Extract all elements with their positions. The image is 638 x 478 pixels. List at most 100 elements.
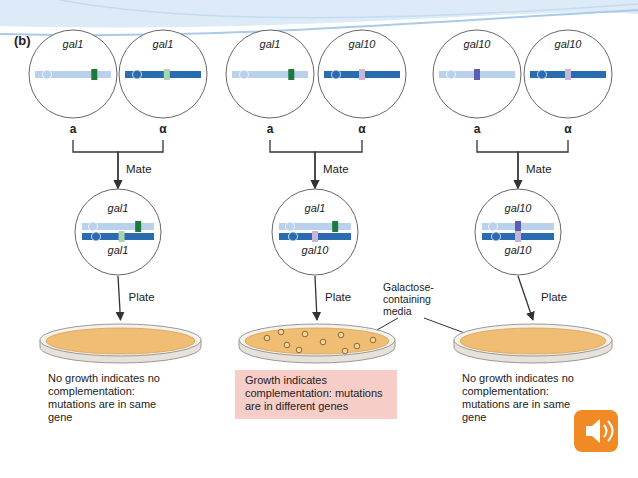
- centromere: [492, 232, 501, 241]
- result-caption: No growth indicates no complementation: …: [48, 372, 176, 424]
- connector-arrow: [315, 276, 317, 320]
- chromosome-bar: [82, 233, 154, 240]
- agar-medium: [460, 328, 606, 354]
- gene-label: gal10: [474, 202, 562, 214]
- mutation-mark: [332, 221, 338, 232]
- edge-label: Plate: [325, 291, 351, 303]
- gene-label: gal10: [431, 38, 523, 50]
- connector-arrow: [518, 140, 568, 188]
- diploid-cell: gal10 gal10: [474, 188, 562, 276]
- dish-rim: [454, 324, 612, 356]
- mating-type-label: α: [117, 122, 209, 136]
- dish-outline: [452, 320, 614, 366]
- result-caption: Growth indicates complementation: mutati…: [235, 370, 397, 419]
- centromere: [240, 70, 249, 79]
- gene-label: gal1: [74, 202, 162, 214]
- gene-label: gal1: [271, 202, 359, 214]
- header-swoosh-line: [0, 10, 638, 35]
- edge-label: Mate: [323, 163, 349, 175]
- connector-arrow: [73, 140, 118, 188]
- media-label: Galactose-containing media: [383, 281, 449, 317]
- haploid-cell: gal10 a: [431, 28, 523, 140]
- connector-arrow: [518, 276, 533, 320]
- yeast-colony: [320, 339, 326, 345]
- mutation-mark: [135, 221, 141, 232]
- centromere: [332, 70, 341, 79]
- cell-outline: [74, 188, 162, 276]
- centromere: [289, 232, 298, 241]
- petri-dish: No growth indicates no complementation: …: [452, 320, 614, 424]
- centromere: [89, 222, 98, 231]
- yeast-colony: [278, 329, 284, 335]
- yeast-colony: [342, 348, 348, 354]
- diploid-cell: gal1gal1: [74, 188, 162, 276]
- dish-outline: [38, 320, 203, 366]
- dish-rim: [239, 324, 395, 356]
- mutation-mark: [288, 69, 294, 80]
- gene-label: gal10: [474, 244, 562, 256]
- cell-outline: [271, 188, 359, 276]
- speaker-wave: [604, 425, 607, 437]
- connector-arrow: [118, 140, 163, 188]
- chromosome-bar: [35, 71, 111, 78]
- petri-dish: Growth indicates complementation: mutati…: [237, 320, 397, 419]
- gene-label: gal1: [224, 38, 316, 50]
- cell-circle: [475, 189, 561, 275]
- mutation-mark: [119, 231, 125, 242]
- dish-rim: [40, 324, 201, 356]
- haploid-cell: gal1 a: [224, 28, 316, 140]
- connector-arrow: [477, 140, 518, 188]
- yeast-colony: [264, 335, 270, 341]
- header-swoosh: [0, 0, 638, 27]
- cell-circle: [272, 189, 358, 275]
- connector-arrow: [315, 140, 362, 188]
- gene-label: gal1: [27, 38, 119, 50]
- haploid-cell: gal1 α: [117, 28, 209, 140]
- agar-medium: [46, 328, 195, 354]
- connector-arrow: [118, 276, 121, 320]
- mating-type-label: a: [224, 122, 316, 136]
- mating-type-label: a: [27, 122, 119, 136]
- agar-medium: [245, 328, 389, 354]
- yeast-colony: [302, 331, 308, 337]
- mating-type-label: a: [431, 122, 523, 136]
- mutation-mark: [91, 69, 97, 80]
- speaker-symbol: [586, 419, 600, 443]
- cell-circle: [75, 189, 161, 275]
- mating-type-label: α: [522, 122, 614, 136]
- gene-label: gal10: [271, 244, 359, 256]
- mutation-mark: [312, 231, 318, 242]
- gene-label: gal10: [316, 38, 408, 50]
- cell-outline: [474, 188, 562, 276]
- centromere: [286, 222, 295, 231]
- haploid-cell: gal1 a: [27, 28, 119, 140]
- speaker-icon: [574, 410, 618, 452]
- yeast-colony: [354, 343, 360, 349]
- haploid-cell: gal10α: [522, 28, 614, 140]
- chromosome-bar: [82, 223, 154, 230]
- mutation-mark: [515, 221, 521, 232]
- chromosome-bar: [279, 223, 351, 230]
- mutation-mark: [474, 69, 480, 80]
- edge-label: Plate: [129, 291, 155, 303]
- chromosome-bar: [232, 71, 308, 78]
- result-caption: No growth indicates no complementation: …: [462, 372, 590, 424]
- speaker-wave: [608, 421, 613, 441]
- yeast-colony: [296, 347, 302, 353]
- yeast-colony: [370, 337, 376, 343]
- centromere: [538, 70, 547, 79]
- yeast-colony: [338, 332, 344, 338]
- edge-label: Plate: [541, 291, 567, 303]
- connector-arrow: [270, 140, 315, 188]
- dish-outline: [237, 320, 397, 366]
- mutation-mark: [359, 69, 365, 80]
- gene-label: gal1: [117, 38, 209, 50]
- yeast-colony: [284, 342, 290, 348]
- centromere: [92, 232, 101, 241]
- edge-label: Mate: [126, 163, 152, 175]
- chromosome-bar: [125, 71, 201, 78]
- mating-type-label: α: [316, 122, 408, 136]
- centromere: [447, 70, 456, 79]
